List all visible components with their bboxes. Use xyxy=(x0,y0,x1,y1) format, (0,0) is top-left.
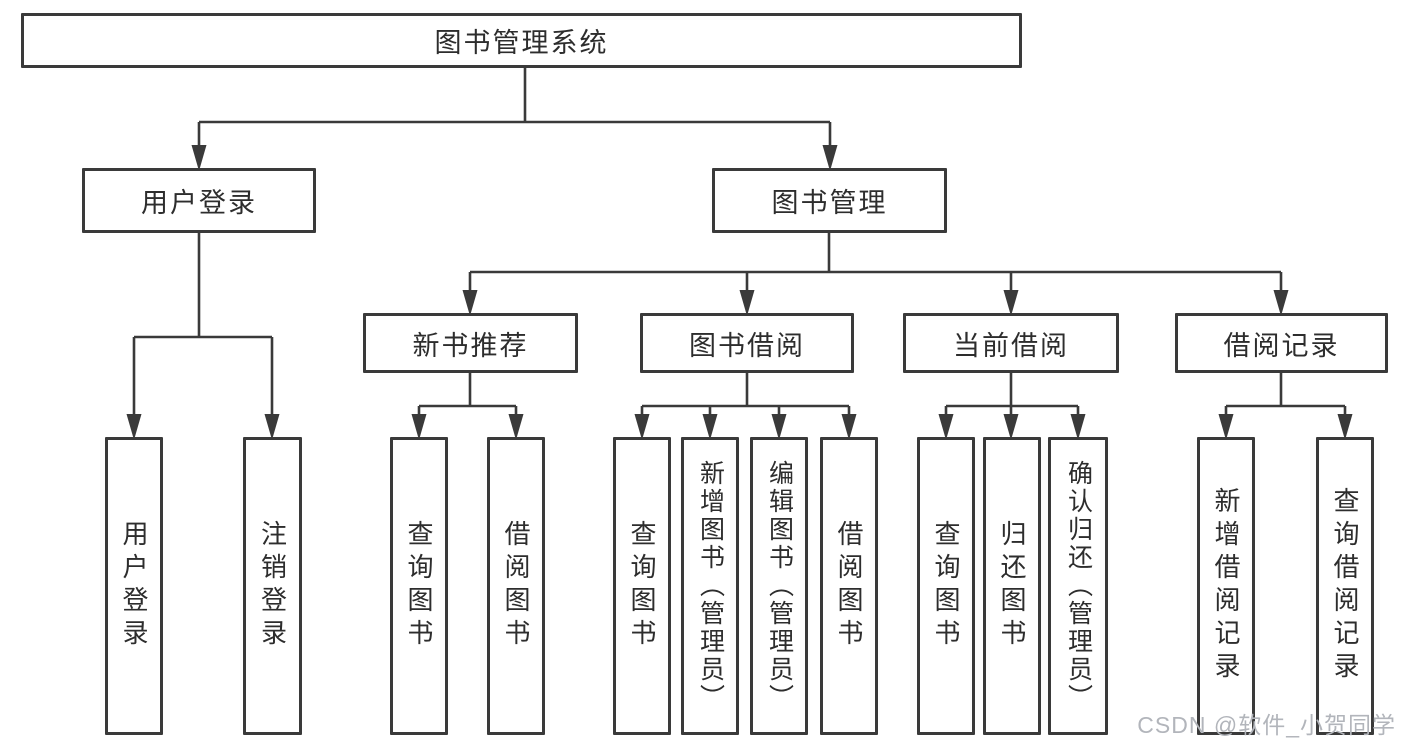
node-user-login-module: 用户登录 xyxy=(82,168,316,233)
node-query-borrow-record: 查询借阅记录 xyxy=(1316,437,1374,735)
node-logout-action-label: 注销登录 xyxy=(257,520,288,652)
node-query-books-borrow-label: 查询图书 xyxy=(627,520,657,652)
node-query-books-current-label: 查询图书 xyxy=(931,520,961,652)
connector-borrow-records-split xyxy=(1218,373,1353,440)
node-edit-book-admin-label: 编辑图书（管理员） xyxy=(765,460,794,712)
node-logout-action: 注销登录 xyxy=(243,437,302,735)
connector-root-split xyxy=(191,68,838,171)
node-book-management-label: 图书管理 xyxy=(771,188,888,218)
node-borrow-book-action: 借阅图书 xyxy=(820,437,878,735)
node-confirm-return-admin-label: 确认归还（管理员） xyxy=(1064,460,1093,712)
node-user-login-action-label: 用户登录 xyxy=(119,520,149,652)
node-edit-book-admin: 编辑图书（管理员） xyxy=(750,437,808,735)
node-add-borrow-record: 新增借阅记录 xyxy=(1197,437,1255,735)
node-user-login-action: 用户登录 xyxy=(105,437,163,735)
node-borrow-book-recommend: 借阅图书 xyxy=(487,437,545,735)
node-borrow-records-label: 借阅记录 xyxy=(1223,330,1340,361)
node-return-book: 归还图书 xyxy=(983,437,1041,735)
node-query-borrow-record-label: 查询借阅记录 xyxy=(1330,487,1360,685)
node-query-books-recommend: 查询图书 xyxy=(390,437,448,735)
csdn-watermark: CSDN @软件_小贺同学 xyxy=(1137,712,1396,738)
node-add-borrow-record-label: 新增借阅记录 xyxy=(1211,487,1241,685)
node-new-book-recommend: 新书推荐 xyxy=(363,313,578,373)
node-borrow-records: 借阅记录 xyxy=(1175,313,1388,373)
node-user-login-module-label: 用户登录 xyxy=(141,188,257,218)
node-borrow-book-action-label: 借阅图书 xyxy=(834,520,864,652)
node-borrow-book-recommend-label: 借阅图书 xyxy=(501,520,531,652)
node-query-books-current: 查询图书 xyxy=(917,437,975,735)
node-library-system: 图书管理系统 xyxy=(21,13,1022,68)
node-library-system-label: 图书管理系统 xyxy=(434,28,609,58)
node-query-books-borrow: 查询图书 xyxy=(613,437,671,735)
node-book-borrow: 图书借阅 xyxy=(640,313,854,373)
node-add-book-admin: 新增图书（管理员） xyxy=(681,437,739,735)
connector-book-management-split xyxy=(462,233,1289,316)
connector-current-borrow-split xyxy=(938,373,1086,440)
node-book-borrow-label: 图书借阅 xyxy=(689,330,805,361)
node-return-book-label: 归还图书 xyxy=(997,520,1027,652)
node-book-management: 图书管理 xyxy=(712,168,947,233)
connector-new-book-recommend-split xyxy=(411,373,524,440)
connector-user-login-split xyxy=(126,233,280,440)
connector-book-borrow-split xyxy=(634,373,857,440)
node-query-books-recommend-label: 查询图书 xyxy=(404,520,434,652)
node-current-borrow: 当前借阅 xyxy=(903,313,1119,373)
node-current-borrow-label: 当前借阅 xyxy=(953,330,1069,361)
node-confirm-return-admin: 确认归还（管理员） xyxy=(1048,437,1108,735)
node-add-book-admin-label: 新增图书（管理员） xyxy=(696,460,725,712)
node-new-book-recommend-label: 新书推荐 xyxy=(412,330,529,361)
